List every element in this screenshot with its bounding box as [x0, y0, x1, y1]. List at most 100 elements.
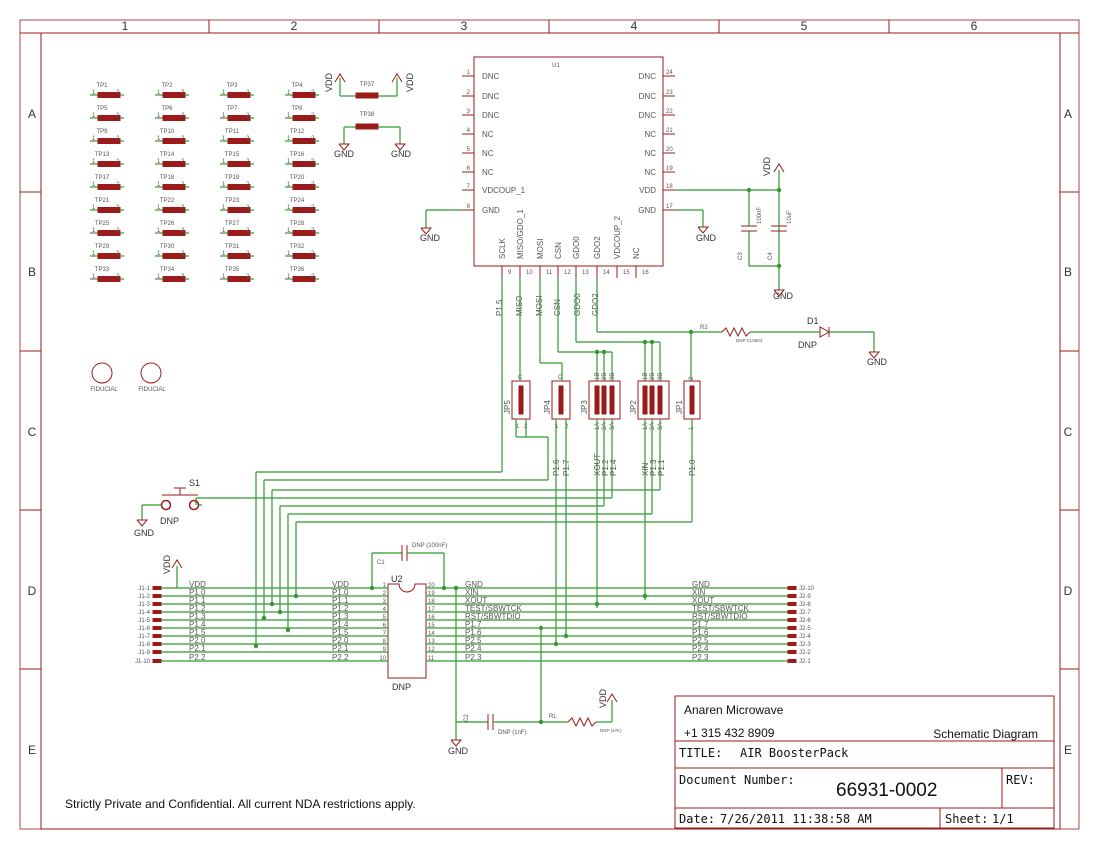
jp5-pin-1: 1 [516, 424, 520, 430]
tp-label: TP36 [290, 267, 305, 273]
tp-pin-2: 2 [181, 228, 185, 234]
tp-label: TP15 [225, 152, 240, 158]
j2-pin [787, 659, 797, 663]
tp-label: TP22 [160, 198, 175, 204]
tp-label: TP20 [290, 175, 305, 181]
u2-right-net-label: P1.7 [465, 620, 482, 629]
s1-gnd-label: GND [134, 528, 155, 538]
u2-right-net-label: P2.4 [465, 644, 482, 653]
tp-pin-2: 2 [246, 251, 250, 257]
u1-pin-name: DNC [639, 92, 657, 101]
j1-pin-label: J1-5 [138, 618, 150, 624]
u1-pin-number: 10 [526, 270, 533, 276]
u2-right-net-label: GND [465, 580, 483, 589]
u1-pin-number: 3 [467, 109, 471, 115]
j1-pin [152, 602, 162, 606]
tp-pin-1: 1 [222, 274, 226, 280]
tp-pin-2: 2 [311, 90, 315, 96]
j1-pin [152, 659, 162, 663]
u1-pin-name: VDCOUP_1 [482, 186, 526, 195]
u1-pin-number: 4 [467, 128, 471, 134]
confidentiality-notice: Strictly Private and Confidential. All c… [65, 797, 416, 811]
tp38-gnd-right: GND [391, 149, 412, 159]
j1-net-label: VDD [189, 580, 206, 589]
u2-left-net-label: P2.0 [332, 636, 349, 645]
rev-label: REV: [1006, 773, 1035, 787]
d1-gnd-label: GND [867, 357, 888, 367]
tp-pin-2: 2 [181, 182, 185, 188]
j2-net-label: P2.5 [692, 636, 709, 645]
u2-right-pin-number: 14 [428, 631, 435, 637]
s1-switch: GND S1 DNP [134, 478, 202, 538]
u1-bottom-net-labels: P1.5 MISO MOSI CSN GDO0 GDO2 [495, 293, 600, 316]
tp-pin-1: 1 [157, 159, 161, 165]
j2-pin [787, 618, 797, 622]
j1-pin-label: J1-2 [138, 594, 150, 600]
tp-pin-2: 2 [116, 274, 120, 280]
jp4-pin-1: 1 [555, 424, 559, 430]
u2-left-net-label: VDD [332, 580, 349, 589]
u1-pin-number: 12 [564, 270, 571, 276]
jp3-pin-2b: 2B [602, 373, 608, 380]
c4-value: 10uF [787, 210, 793, 224]
u1-pin-number: 23 [666, 90, 673, 96]
u2-left-pin-number: 6 [383, 623, 387, 629]
frame-col-4: 4 [631, 19, 638, 33]
j2-pin-label: J2-9 [799, 594, 811, 600]
u2-right-pin-number: 19 [428, 591, 435, 597]
frame-row-c-right: C [1064, 425, 1073, 439]
tp-pin-1: 1 [287, 228, 291, 234]
u1-pin-name: MISO/GDO_1 [516, 209, 525, 259]
u2-right-pin-number: 20 [428, 583, 435, 589]
u1-pin-number: 7 [467, 184, 471, 190]
tp-pin-2: 2 [246, 228, 250, 234]
tp-pin-1: 1 [287, 205, 291, 211]
frame-col-1: 1 [122, 19, 129, 33]
tp-pin-2: 2 [116, 228, 120, 234]
j1-pin-label: J1-1 [138, 586, 150, 592]
u2-left-pin-number: 8 [383, 639, 387, 645]
c1-capacitor: C1 DNP (100nF) [369, 543, 447, 591]
tp37-vdd-right: VDD [405, 72, 415, 92]
tp-pin-1: 1 [222, 205, 226, 211]
jp2-pin-2b: 2B [650, 373, 656, 380]
tp-label: TP19 [225, 175, 240, 181]
tp-pin-2: 2 [246, 113, 250, 119]
tp-label: TP14 [160, 152, 175, 158]
tp-pin-2: 2 [181, 205, 185, 211]
tp-label: TP10 [160, 129, 175, 135]
tp-pin-1: 1 [92, 274, 96, 280]
company-phone: +1 315 432 8909 [684, 726, 775, 740]
net-gdo2: GDO2 [591, 293, 600, 316]
j2-pin [787, 642, 797, 646]
jp4-pin-c: C [558, 375, 563, 381]
s1-ref: S1 [189, 478, 200, 488]
tp-pin-1: 1 [287, 136, 291, 142]
j1-pin [152, 594, 162, 598]
jp1-ref: JP1 [675, 400, 684, 414]
c1-value: DNP (100nF) [412, 543, 447, 549]
c2-rl-circuit: GND VDD C2 DNP (1nF) RL DNP (47K) [448, 585, 622, 756]
u1-pin-name: VDD [639, 186, 656, 195]
tp-pin-2: 2 [116, 205, 120, 211]
tp-pin-1: 1 [287, 159, 291, 165]
tp-pin-2: 2 [181, 136, 185, 142]
c2-gnd-label: GND [448, 746, 469, 756]
tp-pin-2: 2 [311, 205, 315, 211]
j1-pin [152, 618, 162, 622]
u1-pin-name: NC [644, 149, 656, 158]
u2-mcu: U2 DNP [387, 574, 427, 692]
tp-label: TP3 [226, 83, 238, 89]
rl-value: DNP (47K) [600, 728, 622, 733]
j2-pin-label: J2-2 [799, 650, 811, 656]
c3-ref: C3 [738, 252, 744, 260]
title-block: Anaren Microwave +1 315 432 8909 Schemat… [674, 695, 1055, 829]
